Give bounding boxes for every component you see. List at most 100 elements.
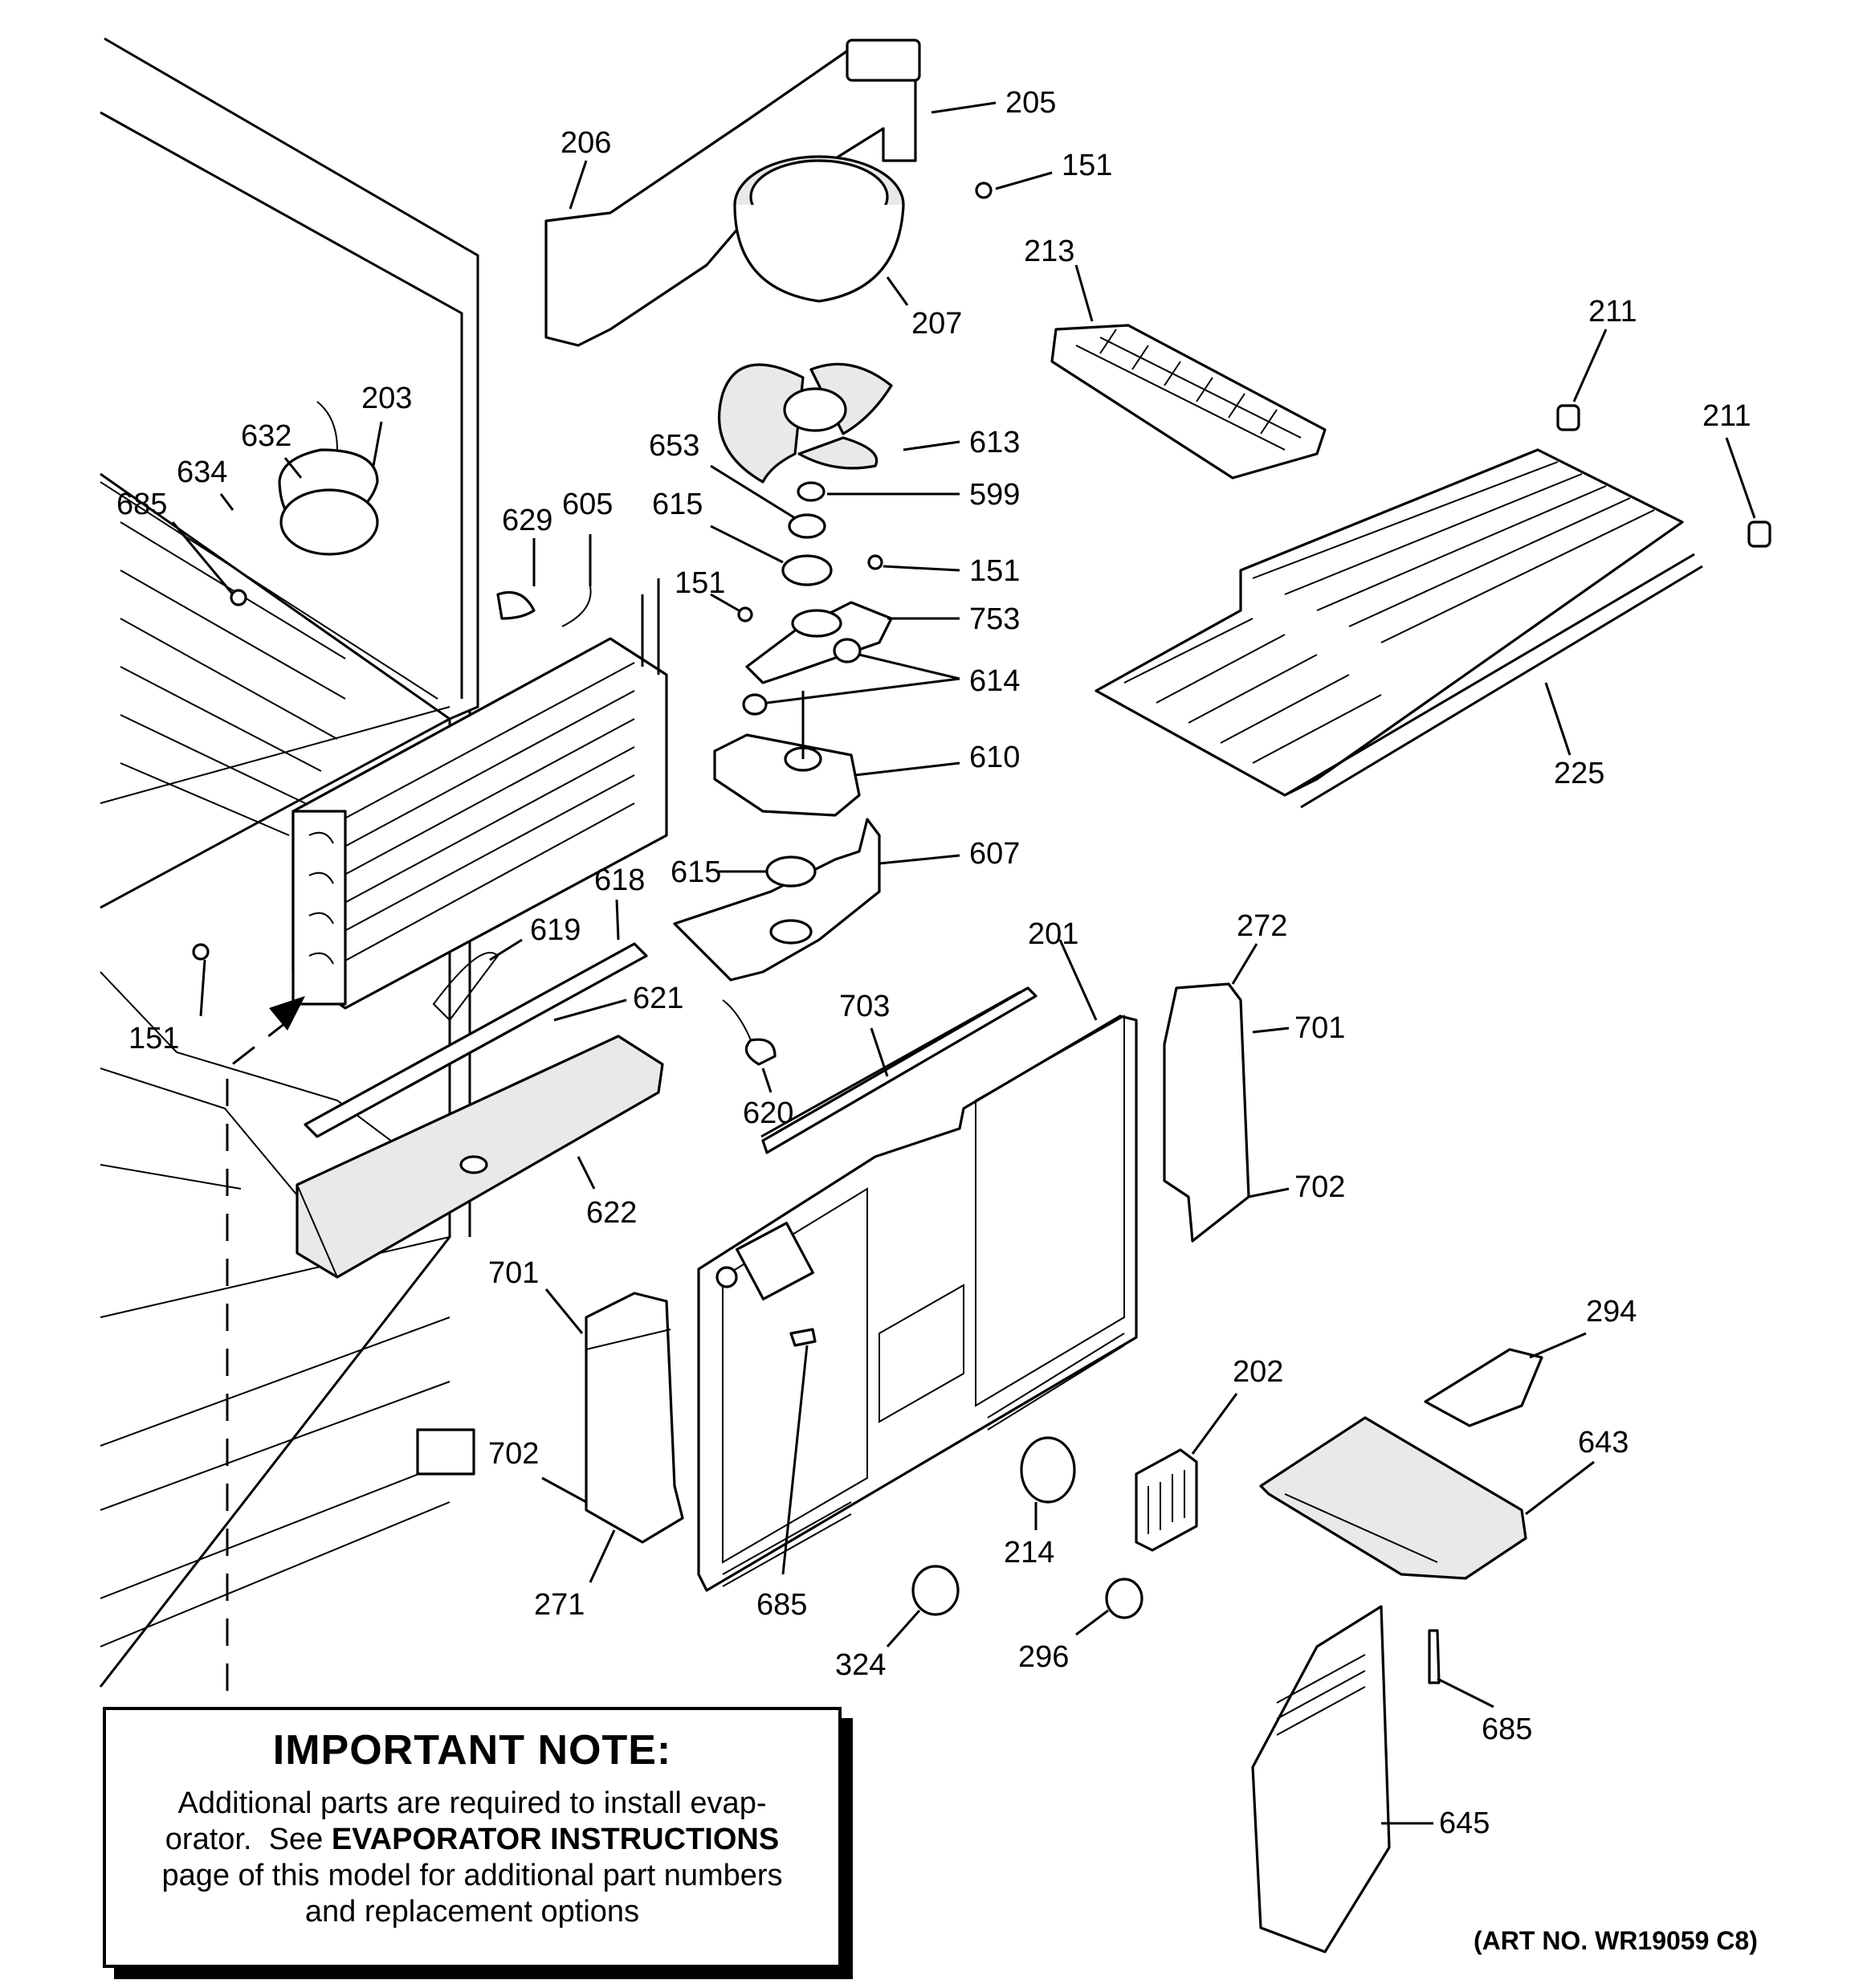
part-703-gasket [761, 986, 1037, 1154]
heater-drain [296, 942, 777, 1279]
evaporator-instructions-ref: EVAPORATOR INSTRUCTIONS [331, 1823, 780, 1856]
label-629: 629 [502, 504, 552, 537]
small-parts [911, 1348, 1543, 1953]
part-151-screw-c [737, 606, 753, 623]
label-202: 202 [1233, 1355, 1283, 1389]
cabinet-fixtures [192, 401, 379, 961]
label-207: 207 [911, 307, 962, 341]
part-614b [742, 693, 768, 716]
part-685-screw-b [789, 1328, 817, 1347]
label-702-a: 702 [1294, 1170, 1345, 1204]
label-610: 610 [969, 741, 1020, 774]
label-271: 271 [534, 1588, 585, 1622]
part-296-button [1105, 1578, 1143, 1619]
label-324: 324 [835, 1648, 886, 1682]
part-615-grommet-a [781, 554, 833, 586]
label-645: 645 [1439, 1806, 1490, 1840]
note-line-3: page of this model for additional part n… [161, 1859, 783, 1892]
label-151-d: 151 [128, 1022, 179, 1055]
part-685-screw-a [230, 589, 247, 606]
label-211-a: 211 [1588, 295, 1637, 329]
part-272-duct [1163, 982, 1250, 1243]
install-arrow [226, 996, 305, 1691]
label-599: 599 [969, 478, 1020, 512]
label-702-b: 702 [488, 1437, 539, 1471]
note-title: IMPORTANT NOTE: [272, 1727, 672, 1774]
label-613: 613 [969, 426, 1020, 459]
label-685-c: 685 [1482, 1712, 1532, 1746]
label-620: 620 [743, 1096, 793, 1130]
part-151-screw-d [192, 943, 210, 961]
part-202-grille [1135, 1448, 1198, 1552]
part-610-motor [713, 733, 861, 817]
important-note-box: IMPORTANT NOTE: Additional parts are req… [103, 1707, 842, 1968]
label-214: 214 [1004, 1536, 1054, 1570]
part-645-cover [1251, 1605, 1391, 1953]
label-653: 653 [649, 429, 699, 463]
part-653 [788, 513, 826, 539]
part-607-bracket [673, 818, 881, 982]
part-614a [833, 638, 862, 663]
label-294: 294 [1586, 1295, 1637, 1329]
label-753: 753 [969, 602, 1020, 636]
label-634: 634 [177, 455, 227, 489]
part-271-duct [585, 1292, 684, 1544]
label-151-a: 151 [1062, 149, 1112, 182]
label-618: 618 [594, 863, 645, 897]
label-605: 605 [562, 488, 613, 521]
label-622: 622 [586, 1196, 637, 1230]
label-615-b: 615 [671, 855, 721, 889]
label-151-b: 151 [969, 554, 1020, 588]
part-294-cover [1424, 1348, 1543, 1427]
part-620-clip [744, 1038, 777, 1066]
part-632-socket [279, 488, 379, 556]
label-151-c: 151 [675, 566, 725, 600]
label-213: 213 [1024, 235, 1074, 268]
ice-tray [1050, 324, 1327, 480]
label-703: 703 [839, 990, 890, 1023]
evaporator-coil [291, 578, 668, 1010]
part-599 [797, 481, 826, 502]
label-614: 614 [969, 664, 1020, 698]
art-number: (ART NO. WR19059 C8) [1474, 1926, 1758, 1955]
part-619-clip [432, 952, 499, 1022]
rear-panel [697, 986, 1138, 1592]
part-211-clip-a [1556, 404, 1580, 431]
label-296: 296 [1018, 1640, 1069, 1674]
label-619: 619 [530, 913, 581, 947]
label-203: 203 [361, 382, 412, 415]
label-701-b: 701 [488, 1256, 539, 1290]
label-272: 272 [1237, 909, 1287, 943]
label-607: 607 [969, 837, 1020, 871]
part-615-grommet-b [765, 855, 817, 888]
label-225: 225 [1554, 757, 1604, 790]
label-701-a: 701 [1294, 1011, 1345, 1045]
part-643-tray [1259, 1416, 1527, 1580]
part-211-clip-b [1747, 520, 1771, 548]
label-621: 621 [633, 982, 683, 1015]
note-line-4: and replacement options [304, 1895, 640, 1929]
label-685-b: 685 [756, 1588, 807, 1622]
note-line-2a: orator. See [165, 1823, 332, 1856]
callouts: 205 206 151 213 207 211 211 203 632 634 … [116, 86, 1756, 1840]
ice-housing [544, 39, 921, 347]
label-632: 632 [241, 419, 291, 453]
label-206: 206 [561, 126, 611, 160]
wire-shelf [1095, 404, 1771, 809]
label-643: 643 [1578, 1426, 1629, 1459]
label-211-b: 211 [1702, 399, 1751, 433]
part-618-heater [304, 942, 648, 1138]
air-ducts [585, 982, 1250, 1544]
note-line-2: orator. See EVAPORATOR INSTRUCTIONS [130, 1822, 814, 1858]
part-629-clip [496, 590, 536, 620]
part-214-plug [1020, 1436, 1076, 1504]
label-201: 201 [1028, 917, 1078, 951]
note-line-1: Additional parts are required to install… [177, 1786, 767, 1820]
label-685-a: 685 [116, 488, 167, 521]
label-615-a: 615 [652, 488, 703, 521]
part-151-screw-b [867, 554, 883, 570]
part-685-screw-c [1428, 1629, 1441, 1684]
part-324-knob [911, 1565, 960, 1616]
evaporator-fan [673, 362, 893, 982]
